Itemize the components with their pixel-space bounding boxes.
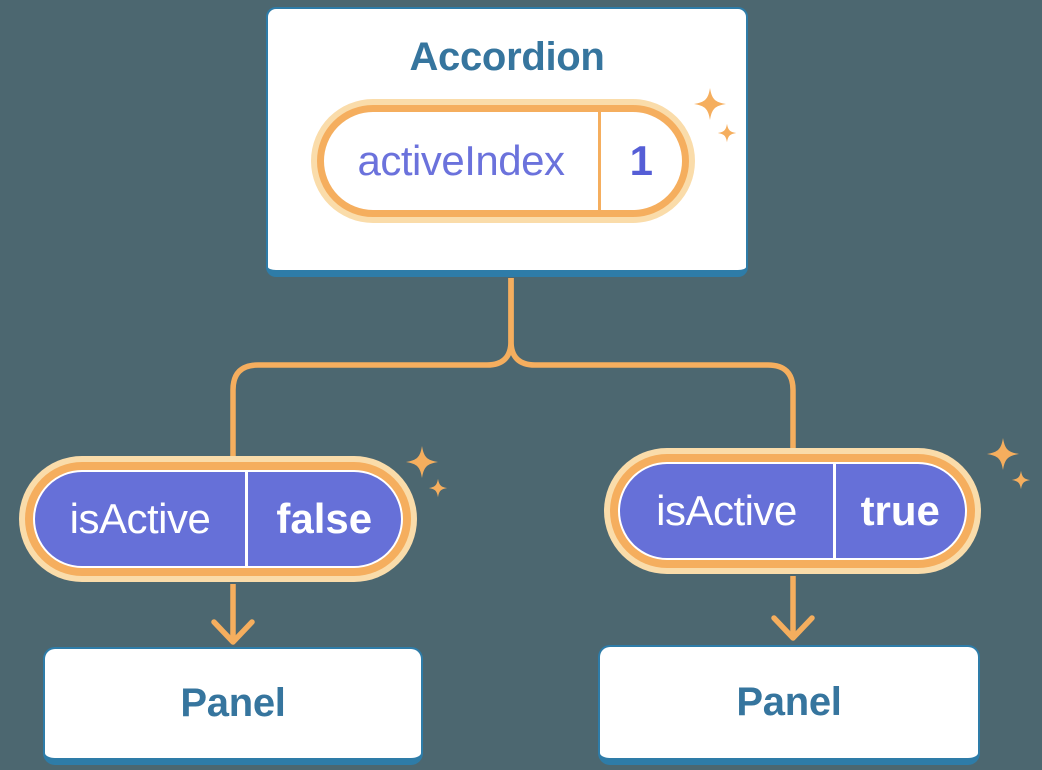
sparkle-icon [987,438,1019,470]
fork-line-right [508,278,796,450]
accordion-card: Accordion activeIndex 1 [266,7,748,277]
sparkle-icon [428,478,448,498]
panel-card-left: Panel [43,647,423,765]
state-pill-value: 1 [629,137,653,184]
panel-card-right: Panel [598,645,980,765]
arrow-right-head-icon [771,615,815,641]
sparkle-icon [1011,470,1031,490]
prop-pill-left-divider [245,472,248,566]
prop-pill-right: isActive true [618,462,967,560]
prop-pill-right-divider [833,464,836,558]
prop-pill-right-value: true [860,487,940,534]
sparkles-left-icon [406,446,448,498]
prop-pill-right-name: isActive [656,487,797,534]
state-pill-divider [598,112,601,210]
sparkles-right-icon [987,438,1031,490]
sparkle-icon [406,446,438,478]
prop-pill-left: isActive false [33,470,403,568]
prop-pill-left-name: isActive [69,495,211,542]
accordion-title: Accordion [409,35,605,79]
fork-line-left [230,278,514,458]
state-pill-name: activeIndex [357,137,565,184]
arrow-left-head-icon [211,619,255,645]
prop-pill-left-value: false [276,495,373,542]
state-pill: activeIndex 1 [317,105,689,217]
